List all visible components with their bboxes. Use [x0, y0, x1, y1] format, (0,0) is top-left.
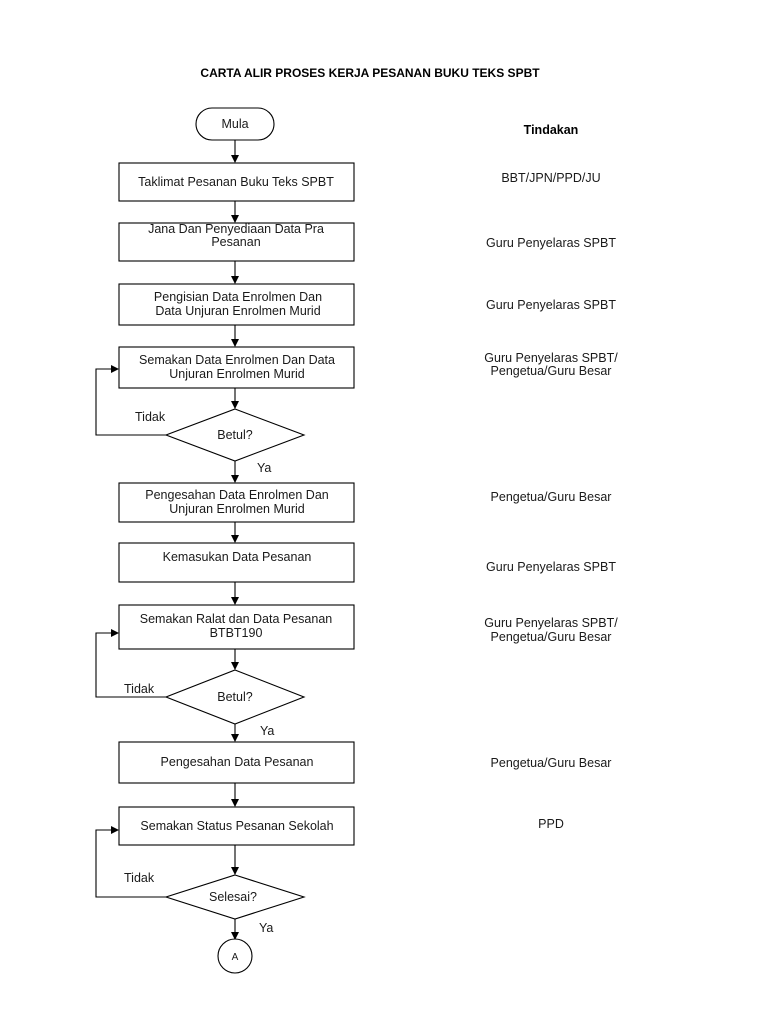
action-step-5: Pengetua/Guru Besar — [491, 490, 612, 504]
step-2-box: Jana Dan Penyediaan Data Pra Pesanan — [118, 222, 355, 262]
decision-3-diamond: Selesai? — [164, 874, 306, 920]
step-8-box: Pengesahan Data Pesanan — [118, 741, 355, 784]
step-7-text-line-2: BTBT190 — [210, 626, 263, 640]
step-7-text-line-1: Semakan Ralat dan Data Pesanan — [140, 612, 333, 626]
step-6-text: Kemasukan Data Pesanan — [163, 550, 312, 564]
action-step-4-line-1: Guru Penyelaras SPBT/ — [484, 351, 618, 365]
decision-1-text: Betul? — [217, 428, 252, 442]
connector-circle: A — [217, 938, 253, 974]
decision-3-no-label: Tidak — [124, 871, 155, 885]
decision-1-no-loop — [95, 365, 166, 436]
decision-3-no-loop — [95, 826, 166, 898]
action-step-4-line-2: Pengetua/Guru Besar — [491, 364, 612, 378]
decision-3-text: Selesai? — [209, 890, 257, 904]
step-4-box: Semakan Data Enrolmen Dan Data Unjuran E… — [118, 346, 355, 389]
step-6-box: Kemasukan Data Pesanan — [118, 542, 355, 583]
step-4-text-line-2: Unjuran Enrolmen Murid — [169, 367, 305, 381]
action-column: BBT/JPN/PPD/JU Guru Penyelaras SPBT Guru… — [484, 171, 618, 831]
action-step-3: Guru Penyelaras SPBT — [486, 298, 616, 312]
action-step-7-line-2: Pengetua/Guru Besar — [491, 630, 612, 644]
step-5-box: Pengesahan Data Enrolmen Dan Unjuran Enr… — [118, 482, 355, 523]
action-step-9: PPD — [538, 817, 564, 831]
step-9-box: Semakan Status Pesanan Sekolah — [118, 806, 355, 846]
step-3-text-line-1: Pengisian Data Enrolmen Dan — [154, 290, 322, 304]
action-step-8: Pengetua/Guru Besar — [491, 756, 612, 770]
start-label: Mula — [221, 117, 248, 131]
step-2-text-line-1: Jana Dan Penyediaan Data Pra — [148, 222, 324, 236]
decision-1-no-label: Tidak — [135, 410, 166, 424]
decision-2-text: Betul? — [217, 690, 252, 704]
decision-2-diamond: Betul? — [164, 669, 306, 725]
decision-1-diamond: Betul? — [164, 408, 306, 462]
decision-1-yes-label: Ya — [257, 461, 271, 475]
step-5-text-line-1: Pengesahan Data Enrolmen Dan — [145, 488, 329, 502]
decision-3-yes-label: Ya — [259, 921, 273, 935]
step-1-text: Taklimat Pesanan Buku Teks SPBT — [138, 175, 334, 189]
step-7-box: Semakan Ralat dan Data Pesanan BTBT190 — [118, 604, 355, 650]
decision-2-yes-label: Ya — [260, 724, 274, 738]
action-step-1: BBT/JPN/PPD/JU — [501, 171, 600, 185]
action-step-7-line-1: Guru Penyelaras SPBT/ — [484, 616, 618, 630]
actions-header: Tindakan — [524, 123, 579, 137]
step-1-box: Taklimat Pesanan Buku Teks SPBT — [118, 162, 355, 202]
action-step-6: Guru Penyelaras SPBT — [486, 560, 616, 574]
page-title: CARTA ALIR PROSES KERJA PESANAN BUKU TEK… — [200, 66, 540, 80]
decision-2-no-label: Tidak — [124, 682, 155, 696]
step-2-text-line-2: Pesanan — [211, 235, 260, 249]
step-3-text-line-2: Data Unjuran Enrolmen Murid — [155, 304, 320, 318]
step-9-text: Semakan Status Pesanan Sekolah — [140, 819, 333, 833]
step-8-text: Pengesahan Data Pesanan — [161, 755, 314, 769]
step-3-box: Pengisian Data Enrolmen Dan Data Unjuran… — [118, 283, 355, 326]
start-terminator: Mula — [195, 107, 275, 141]
decision-2-no-loop — [95, 629, 166, 698]
step-5-text-line-2: Unjuran Enrolmen Murid — [169, 502, 305, 516]
step-4-text-line-1: Semakan Data Enrolmen Dan Data — [139, 353, 335, 367]
connector-label: A — [232, 952, 239, 963]
action-step-2: Guru Penyelaras SPBT — [486, 236, 616, 250]
